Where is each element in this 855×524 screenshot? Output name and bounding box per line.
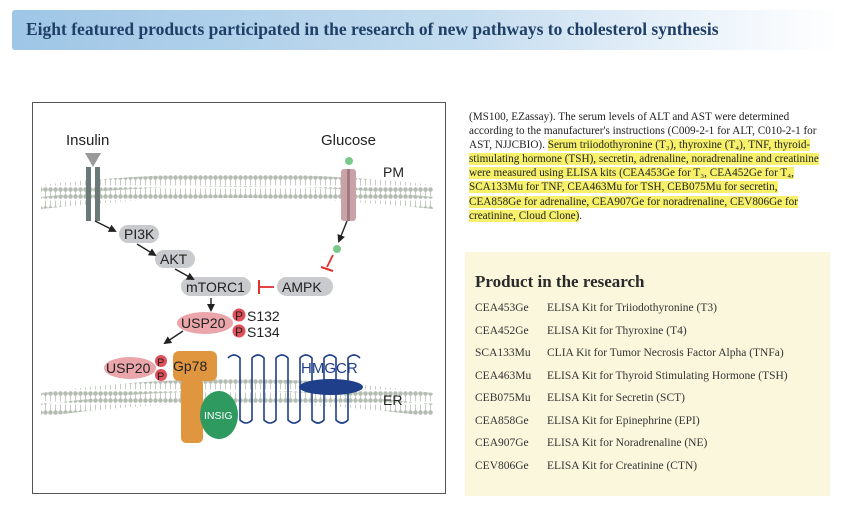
phospho-label-1: P (235, 309, 243, 323)
product-code: CEB075Mu (475, 392, 531, 404)
product-list: CEA453Ge ELISA Kit for Triiodothyronine (… (475, 302, 788, 482)
usp20-top-label: USP20 (181, 315, 226, 331)
product-name: ELISA Kit for Thyroxine (T4) (547, 324, 687, 337)
product-name: ELISA Kit for Epinephrine (EPI) (547, 414, 700, 427)
glucose-transporter-icon (341, 157, 356, 221)
mtorc1-node (181, 277, 251, 296)
product-code: CEA453Ge (475, 302, 529, 314)
mtorc1-label: mTORC1 (186, 279, 245, 295)
s132-label: S132 (247, 308, 280, 324)
page-title: Eight featured products participated in … (26, 19, 719, 39)
usp20-top-node (177, 312, 233, 334)
excerpt-text-1: (MS100, EZassay). The serum levels of AL… (469, 111, 817, 152)
excerpt-text-2: . (579, 209, 583, 222)
phospho-site-4 (155, 369, 167, 381)
arrow-usp20-gp78 (163, 330, 184, 345)
phospho-site-2 (232, 324, 246, 338)
arrow-glucose-in (337, 220, 348, 243)
arrow-pi3k-akt (136, 243, 157, 257)
product-name: ELISA Kit for Creatinine (CTN) (547, 459, 698, 472)
gp78-node (173, 351, 217, 381)
title-banner: Eight featured products participated in … (12, 10, 842, 50)
s134-label: S134 (247, 324, 280, 340)
product-panel-title: Product in the research (475, 272, 645, 291)
product-code: CEV806Ge (475, 459, 529, 472)
phospho-site-3 (155, 355, 167, 367)
insig-node (200, 391, 238, 439)
pathway-diagram: Insulin Glucose PM PI3K AKT mTORC1 AMPK (32, 102, 446, 494)
product-row: CEA463Mu ELISA Kit for Thyroid Stimulatin… (475, 370, 788, 393)
hmgcr-label: HMGCR (301, 360, 358, 377)
insig-label: INSIG (204, 410, 233, 422)
product-row: CEA453Ge ELISA Kit for Triiodothyronine (… (475, 302, 788, 325)
product-name: ELISA Kit for Triiodothyronine (T3) (547, 302, 717, 314)
glucose-molecule-icon (333, 245, 341, 253)
inhibit-bar-ampk (320, 266, 334, 272)
pi3k-label: PI3K (124, 226, 155, 242)
pi3k-node (119, 225, 159, 243)
product-name: ELISA Kit for Thyroid Stimulating Hormon… (547, 369, 788, 382)
er-label: ER (383, 392, 402, 408)
phospho-label-4: P (157, 371, 164, 383)
product-row: SCA133Mu CLIA Kit for Tumor Necrosis Fact… (475, 347, 788, 370)
usp20-bottom-label: USP20 (106, 360, 151, 376)
gp78-label: Gp78 (173, 358, 207, 374)
product-code: CEA463Mu (475, 369, 532, 382)
excerpt-highlight: Serum triiodothyronine (T₃), thyroxine (… (469, 139, 819, 222)
hmgcr-domain-icon (299, 379, 363, 395)
product-row: CEV806Ge ELISA Kit for Creatinine (CTN) (475, 460, 788, 483)
pm-label: PM (383, 164, 404, 180)
usp20-bottom-node (104, 357, 156, 379)
product-code: CEA907Ge (475, 437, 529, 449)
article-excerpt: (MS100, EZassay). The serum levels of AL… (469, 110, 831, 223)
gp78-transmembrane (181, 379, 203, 443)
product-code: CEA858Ge (475, 414, 529, 427)
inhibit-glucose-ampk (326, 254, 334, 268)
product-row: CEA858Ge ELISA Kit for Epinephrine (EPI) (475, 415, 788, 438)
phospho-label-3: P (157, 357, 164, 369)
product-row: CEB075Mu ELISA Kit for Secretin (SCT) (475, 392, 788, 415)
hmgcr-transmembrane-icon (227, 354, 361, 424)
phospho-label-2: P (235, 325, 243, 339)
ampk-node (277, 277, 333, 296)
plasma-membrane (41, 174, 433, 209)
phospho-site-1 (232, 308, 246, 322)
akt-label: AKT (160, 251, 188, 267)
insulin-label: Insulin (66, 132, 109, 149)
product-name: CLIA Kit for Tumor Necrosis Factor Alpha… (547, 347, 784, 359)
pathway-diagram-svg: Insulin Glucose PM PI3K AKT mTORC1 AMPK (41, 132, 433, 443)
arrow-insulin-pi3k (94, 220, 117, 232)
product-code: SCA133Mu (475, 347, 531, 359)
ampk-label: AMPK (282, 279, 322, 295)
product-name: ELISA Kit for Secretin (SCT) (547, 392, 685, 404)
insulin-receptor-icon (85, 153, 101, 221)
product-row: CEA452Ge ELISA Kit for Thyroxine (T4) (475, 325, 788, 348)
product-name: ELISA Kit for Noradrenaline (NE) (547, 437, 708, 449)
product-code: CEA452Ge (475, 324, 529, 337)
akt-node (155, 250, 195, 268)
arrow-akt-mtorc1 (174, 268, 195, 280)
product-row: CEA907Ge ELISA Kit for Noradrenaline (NE) (475, 437, 788, 460)
glucose-label: Glucose (321, 132, 376, 149)
